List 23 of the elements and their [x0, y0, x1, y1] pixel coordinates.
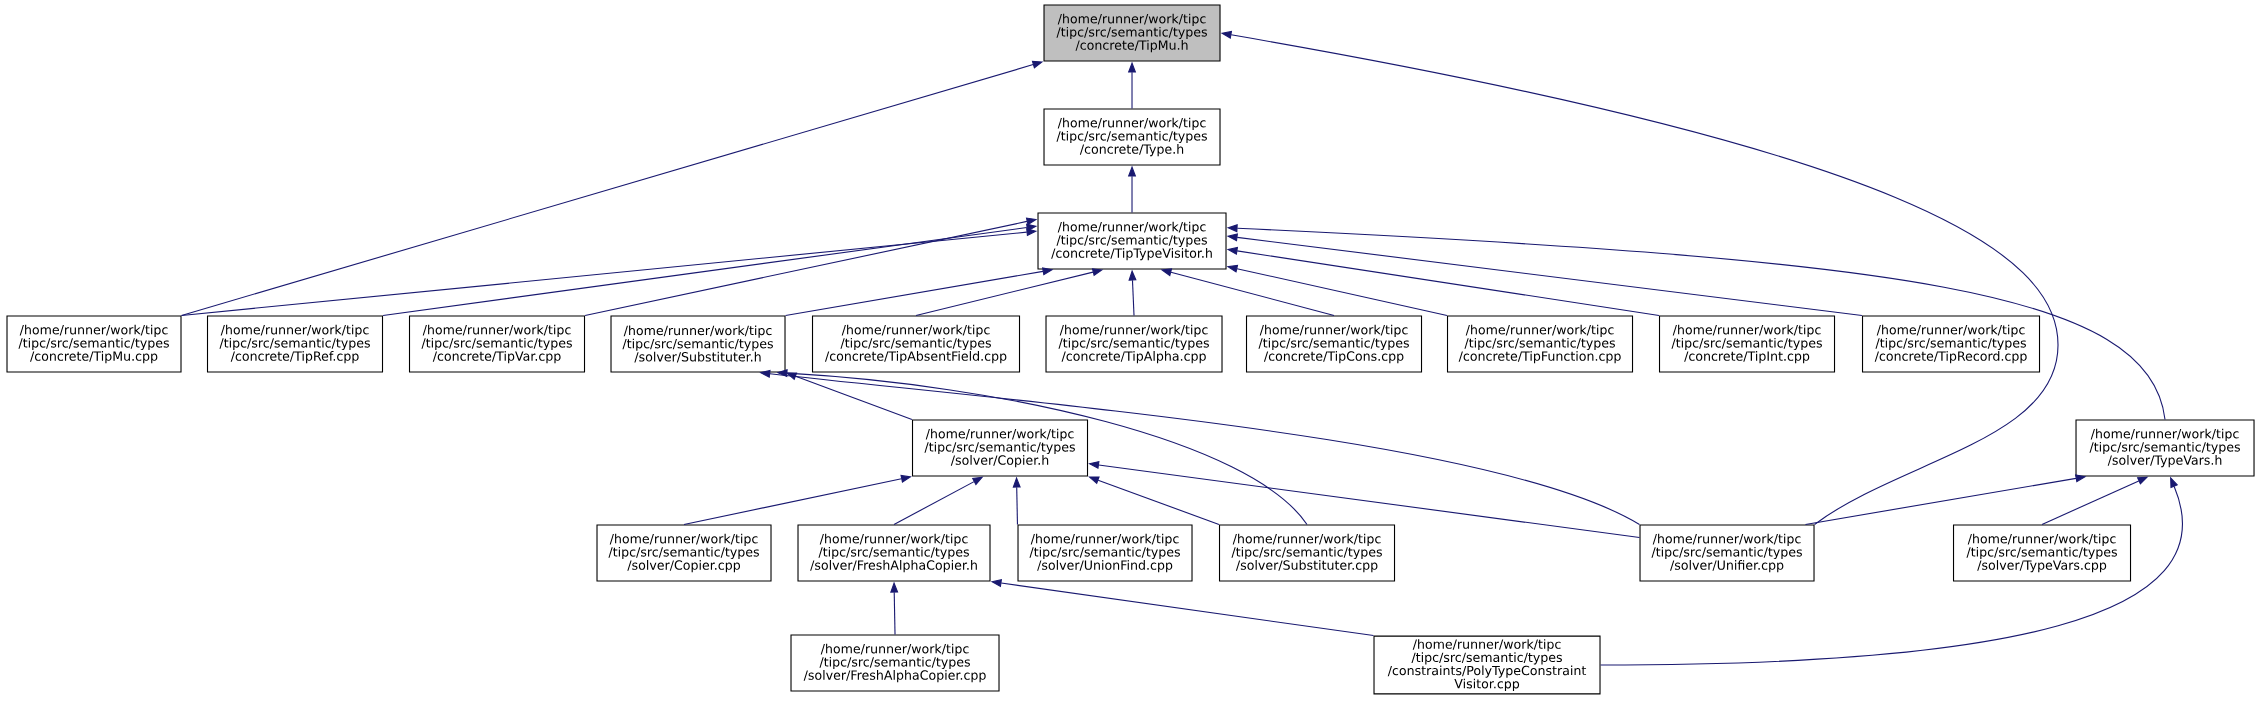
file-box: /home/runner/work/tipc /tipc/src/semantic/types /solver/Substituter.cpp: [1218, 524, 1396, 582]
file-box: /home/runner/work/tipc /tipc/src/semantic/types /solver/Unifier.cpp: [1639, 524, 1815, 582]
file-box: /home/runner/work/tipc /tipc/src/semantic/types /concrete/TipMu.cpp: [6, 315, 182, 373]
file-box: /home/runner/work/tipc /tipc/src/semantic/types /concrete/TipAbsentField.cpp: [811, 315, 1021, 373]
file-box: /home/runner/work/tipc /tipc/src/semantic/types /solver/Copier.h: [911, 419, 1089, 477]
file-box: /home/runner/work/tipc /tipc/src/semantic/types /concrete/TipAlpha.cpp: [1045, 315, 1223, 373]
file-box: /home/runner/work/tipc /tipc/src/semantic/types /constraints/PolyTypeConstraint Visitor.cpp: [1373, 635, 1601, 695]
file-box: /home/runner/work/tipc /tipc/src/semantic/types /concrete/TipCons.cpp: [1245, 315, 1423, 373]
file-box: /home/runner/work/tipc /tipc/src/semantic/types /solver/Substituter.h: [610, 315, 786, 373]
file-box: /home/runner/work/tipc /tipc/src/semantic/types /concrete/TipInt.cpp: [1658, 315, 1836, 373]
file-box: /home/runner/work/tipc /tipc/src/semantic/types /concrete/TipVar.cpp: [408, 315, 586, 373]
file-box: /home/runner/work/tipc /tipc/src/semantic/types /solver/TypeVars.cpp: [1952, 524, 2132, 582]
file-box: /home/runner/work/tipc /tipc/src/semantic/types /concrete/TipRef.cpp: [206, 315, 384, 373]
file-box: /home/runner/work/tipc /tipc/src/semantic/types /solver/TypeVars.h: [2075, 419, 2255, 477]
file-box: /home/runner/work/tipc /tipc/src/semantic/types /solver/Copier.cpp: [596, 524, 772, 582]
file-box: /home/runner/work/tipc /tipc/src/semantic/types /solver/UnionFind.cpp: [1017, 524, 1193, 582]
file-box: /home/runner/work/tipc /tipc/src/semantic/types /concrete/Type.h: [1043, 108, 1221, 166]
file-box: /home/runner/work/tipc /tipc/src/semantic/types /concrete/TipTypeVisitor.h: [1037, 212, 1227, 270]
file-box: /home/runner/work/tipc /tipc/src/semantic/types /concrete/TipFunction.cpp: [1446, 315, 1634, 373]
file-box: /home/runner/work/tipc /tipc/src/semantic/types /concrete/TipMu.h: [1043, 4, 1221, 62]
file-box: /home/runner/work/tipc /tipc/src/semantic/types /solver/FreshAlphaCopier.h: [797, 524, 991, 582]
file-box: /home/runner/work/tipc /tipc/src/semantic/types /concrete/TipRecord.cpp: [1861, 315, 2041, 373]
file-box: /home/runner/work/tipc /tipc/src/semantic/types /solver/FreshAlphaCopier.cpp: [790, 634, 1000, 692]
